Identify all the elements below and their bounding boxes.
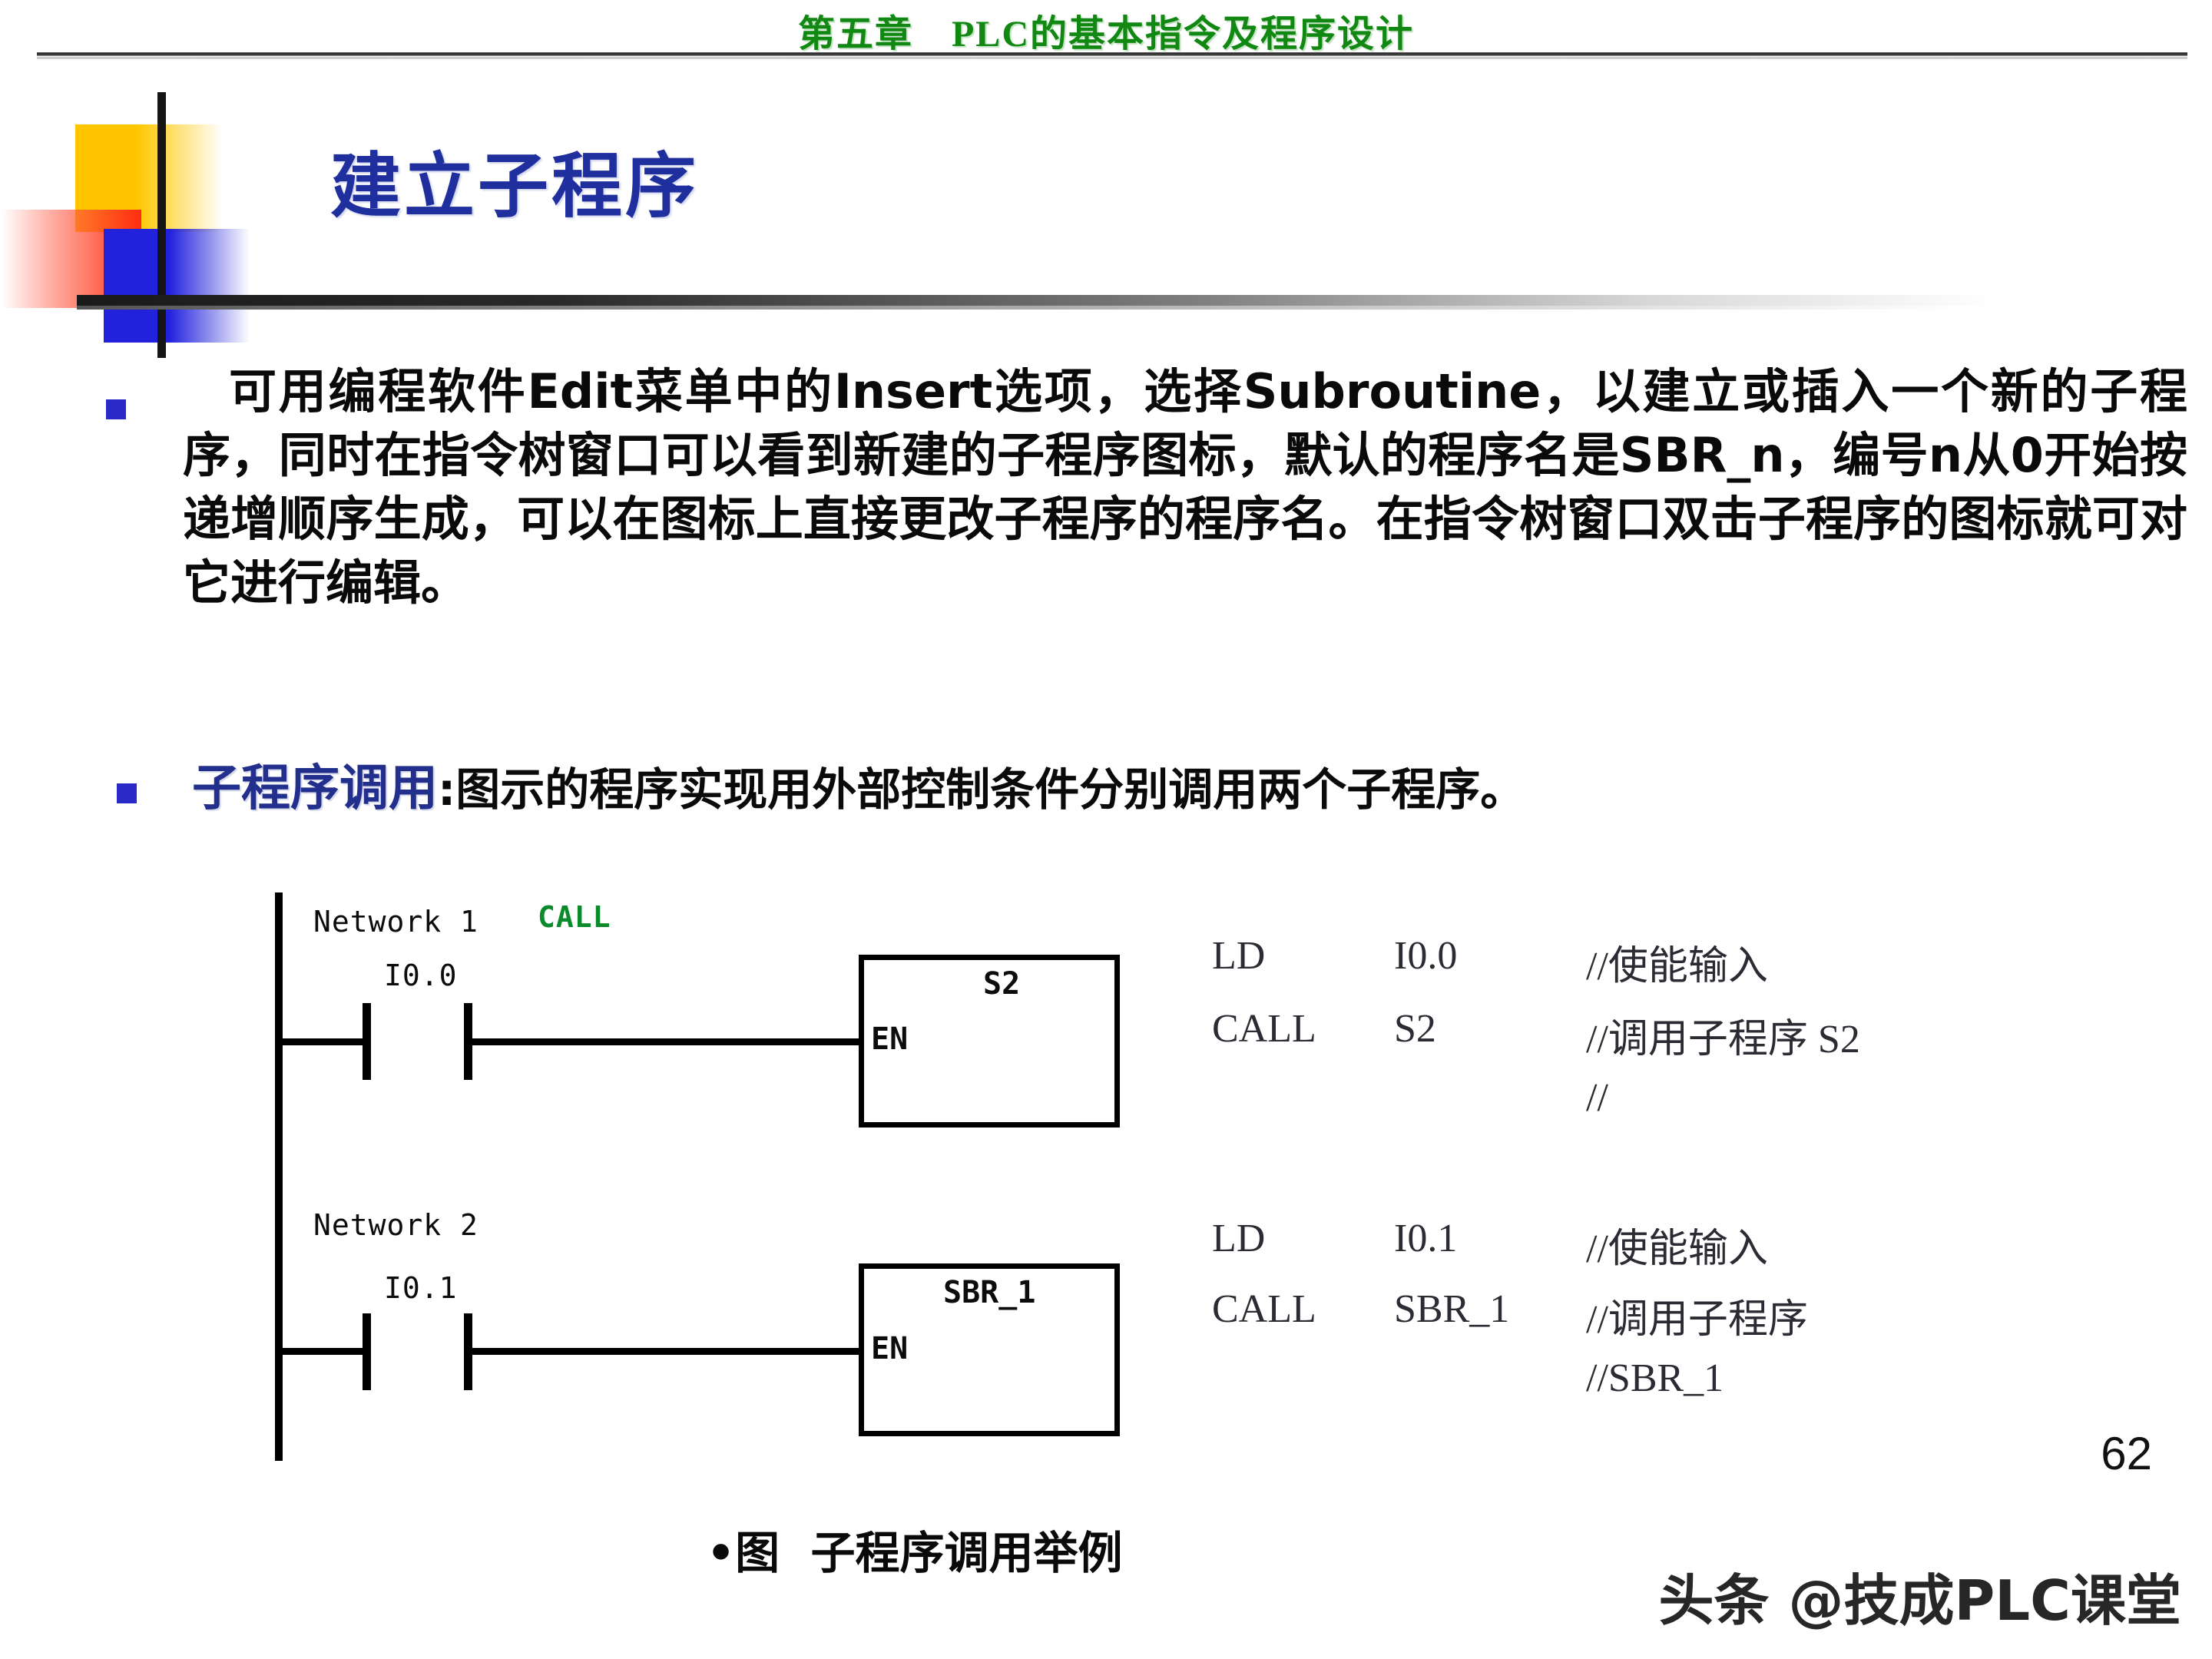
- network-1-annotation: CALL: [538, 900, 611, 934]
- page-title: 建立子程序: [330, 147, 700, 226]
- network-2-block-en: EN: [871, 1331, 909, 1366]
- slide-header: 第五章 PLC的基本指令及程序设计: [0, 0, 2212, 55]
- stl-2-row-1-comment: //使能输入: [1586, 1227, 1768, 1271]
- bullet-paragraph-1: 可用编程软件Edit菜单中的Insert选项，选择Subroutine，以建立或…: [183, 363, 2187, 611]
- stl-2-row-1-op: LD: [1212, 1217, 1266, 1260]
- deco-blue-square: [104, 229, 250, 343]
- stl-2-row-2-op: CALL: [1212, 1287, 1316, 1331]
- network-1-label: Network 1: [313, 905, 478, 939]
- network-2-contact-bar-right: [464, 1313, 472, 1390]
- stl-1-row-2-comment: //调用子程序 S2: [1586, 1018, 1860, 1061]
- title-decoration: [0, 92, 1997, 358]
- network-1-contact-bar-right: [464, 1003, 472, 1080]
- stl-1-row-1-op: LD: [1212, 934, 1266, 978]
- network-1-rung-mid: [464, 1038, 863, 1045]
- network-1-block-name: S2: [983, 966, 1021, 1002]
- stl-2-row-2-comment: //调用子程序: [1586, 1298, 1808, 1342]
- page-number: 62: [2101, 1428, 2152, 1479]
- stl-1-row-2-op: CALL: [1212, 1007, 1316, 1051]
- stl-1-row-1-comment: //使能输入: [1586, 945, 1768, 988]
- bullet-2-text: :图示的程序实现用外部控制条件分别调用两个子程序。: [438, 763, 1525, 816]
- stl-2-row-3-comment: //SBR_1: [1586, 1356, 1724, 1400]
- stl-1-row-2-arg: S2: [1394, 1007, 1436, 1051]
- network-1-rung-left: [275, 1038, 369, 1045]
- stl-2-row-2-arg: SBR_1: [1394, 1287, 1510, 1331]
- figure-caption: •图 子程序调用举例: [707, 1527, 1123, 1579]
- network-1-contact-label: I0.0: [384, 959, 458, 992]
- network-2-rung-mid: [464, 1348, 863, 1355]
- deco-horizontal-line-shadow: [77, 306, 1966, 310]
- bullet-marker-2: [117, 783, 137, 803]
- network-2-block-name: SBR_1: [943, 1275, 1036, 1310]
- header-divider-shadow: [37, 57, 2187, 59]
- network-2-contact-bar-left: [363, 1313, 371, 1390]
- deco-horizontal-line: [77, 295, 1997, 306]
- stl-2-row-1-arg: I0.1: [1394, 1217, 1458, 1260]
- bullet-marker-1: [106, 399, 126, 419]
- stl-1-row-1-arg: I0.0: [1394, 934, 1458, 978]
- network-1-block-en: EN: [871, 1022, 909, 1057]
- bullet-2-label: 子程序调用: [192, 761, 438, 816]
- network-1-call-box: [859, 955, 1120, 1128]
- bullet-paragraph-2: 子程序调用:图示的程序实现用外部控制条件分别调用两个子程序。: [192, 749, 2189, 820]
- network-2-label: Network 2: [313, 1208, 478, 1242]
- network-2-call-box: [859, 1263, 1120, 1436]
- network-1-contact-bar-left: [363, 1003, 371, 1080]
- deco-vertical-line: [157, 92, 166, 358]
- chapter-title: 第五章 PLC的基本指令及程序设计: [797, 14, 1414, 55]
- network-2-rung-left: [275, 1348, 369, 1355]
- watermark: 头条 @技成PLC课堂: [1658, 1568, 2181, 1633]
- network-2-contact-label: I0.1: [384, 1271, 458, 1305]
- stl-1-row-3-comment: //: [1586, 1076, 1608, 1120]
- power-rail: [275, 892, 283, 1461]
- header-divider: [37, 52, 2187, 56]
